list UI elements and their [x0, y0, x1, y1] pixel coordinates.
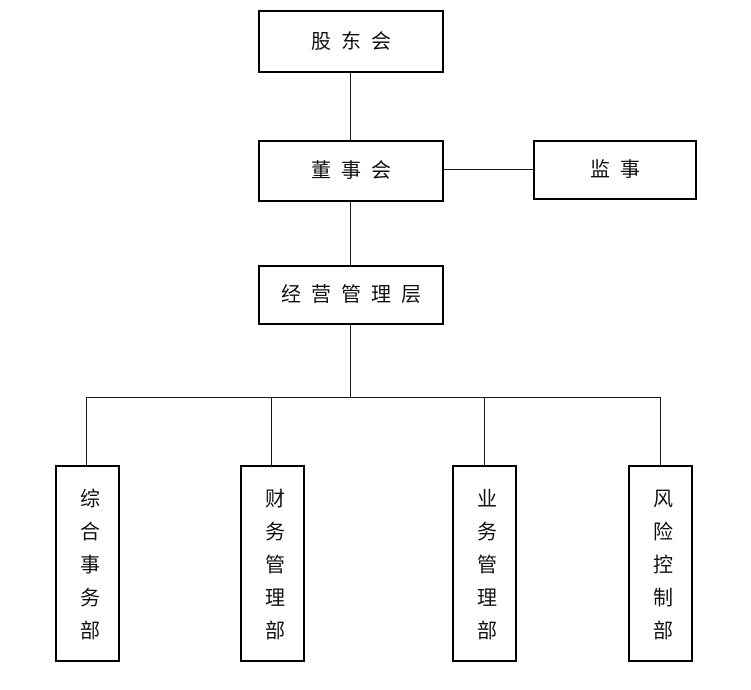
connector-shareholders-board [350, 73, 351, 140]
node-dept-risk-label: 风险控制部 [649, 487, 672, 653]
connector-bus-dept-business [484, 397, 485, 465]
connector-bus-dept-risk [660, 397, 661, 465]
node-management-label: 经营管理层 [281, 284, 431, 306]
connector-board-supervisor [444, 169, 533, 170]
connector-bus-dept-finance [271, 397, 272, 465]
connector-board-management [350, 202, 351, 265]
node-supervisor: 监事 [533, 140, 697, 200]
connector-departments-bus [86, 397, 661, 398]
node-board-of-directors: 董事会 [258, 140, 444, 202]
connector-bus-dept-general [86, 397, 87, 465]
connector-management-stem [350, 325, 351, 397]
node-shareholders-label: 股东会 [311, 30, 401, 53]
node-shareholders: 股东会 [258, 10, 444, 73]
node-dept-business-management: 业务管理部 [452, 465, 517, 662]
node-dept-general-affairs: 综合事务部 [55, 465, 120, 662]
node-dept-general-label: 综合事务部 [76, 487, 99, 653]
node-supervisor-label: 监事 [590, 159, 650, 181]
node-dept-finance-label: 财务管理部 [261, 487, 284, 653]
node-dept-finance-management: 财务管理部 [240, 465, 305, 662]
node-dept-risk-control: 风险控制部 [628, 465, 693, 662]
node-management-layer: 经营管理层 [258, 265, 444, 325]
node-board-label: 董事会 [311, 160, 401, 182]
node-dept-business-label: 业务管理部 [473, 487, 496, 653]
